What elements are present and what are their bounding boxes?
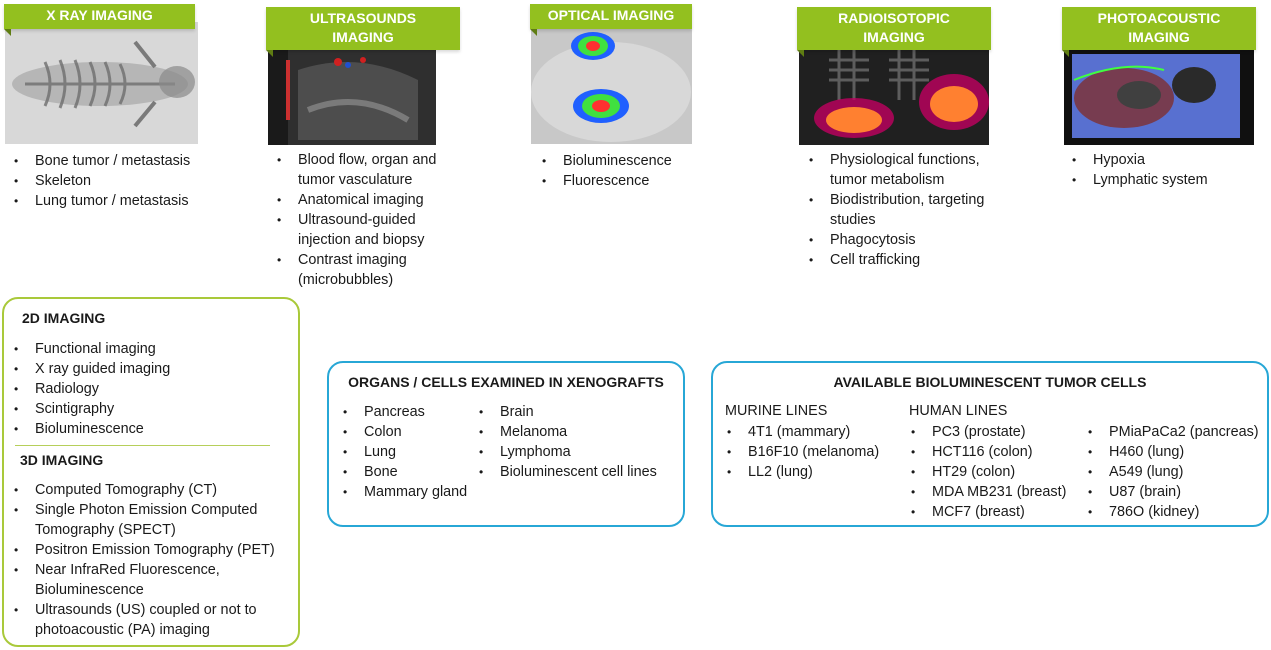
optical-photo <box>531 22 692 144</box>
list-item: MCF7 (breast) <box>909 502 1084 522</box>
photoacoustic-image-icon <box>1064 40 1254 145</box>
list-item: Lung tumor / metastasis <box>12 191 202 211</box>
list-item: Contrast imaging (microbubbles) <box>275 250 455 290</box>
title-3d-imaging: 3D IMAGING <box>20 452 104 468</box>
ultrasound-title-banner: ULTRASOUNDS IMAGING <box>266 7 460 57</box>
list-item: Colon <box>341 422 481 442</box>
photoacoustic-title: PHOTOACOUSTIC IMAGING <box>1097 10 1221 45</box>
radio-title-banner: RADIOISOTOPIC IMAGING <box>797 7 991 57</box>
list-item: Bioluminescence <box>12 419 292 439</box>
list-item: Functional imaging <box>12 339 292 359</box>
list-item: Bioluminescence <box>540 151 700 171</box>
list-item: Lymphoma <box>477 442 677 462</box>
items-3d-imaging: Computed Tomography (CT) Single Photon E… <box>12 480 287 640</box>
list-item: Blood flow, organ and tumor vasculature <box>275 150 455 190</box>
list-item: Anatomical imaging <box>275 190 455 210</box>
list-item: A549 (lung) <box>1086 462 1266 482</box>
ultrasound-items: Blood flow, organ and tumor vasculature … <box>275 150 455 290</box>
list-item: Physiological functions, tumor metabolis… <box>807 150 997 190</box>
list-item: LL2 (lung) <box>725 462 905 482</box>
ultrasound-title: ULTRASOUNDS IMAGING <box>309 10 417 45</box>
list-item: B16F10 (melanoma) <box>725 442 905 462</box>
list-item: Near InfraRed Fluorescence, Bioluminesce… <box>12 560 287 600</box>
murine-lines: 4T1 (mammary) B16F10 (melanoma) LL2 (lun… <box>725 422 905 482</box>
list-item: Ultrasounds (US) coupled or not to photo… <box>12 600 287 640</box>
murine-lines-label: MURINE LINES <box>725 403 828 419</box>
organs-box-title: ORGANS / CELLS EXAMINED IN XENOGRAFTS <box>348 374 664 390</box>
list-item: Cell trafficking <box>807 250 997 270</box>
list-item: Mammary gland <box>341 482 481 502</box>
photoacoustic-title-banner: PHOTOACOUSTIC IMAGING <box>1062 7 1256 57</box>
title-2d-imaging: 2D IMAGING <box>22 310 106 326</box>
list-item: Skeleton <box>12 171 202 191</box>
list-item: Single Photon Emission Computed Tomograp… <box>12 500 287 540</box>
list-item: Computed Tomography (CT) <box>12 480 287 500</box>
organs-col1: Pancreas Colon Lung Bone Mammary gland <box>341 402 481 502</box>
list-item: Lung <box>341 442 481 462</box>
items-2d-imaging: Functional imaging X ray guided imaging … <box>12 339 292 439</box>
radio-photo <box>799 40 989 145</box>
radio-title: RADIOISOTOPIC IMAGING <box>838 10 950 45</box>
list-item: Melanoma <box>477 422 677 442</box>
list-item: Radiology <box>12 379 292 399</box>
xray-title: X RAY IMAGING <box>46 7 153 23</box>
ultrasound-image-icon <box>268 40 436 145</box>
list-item: Bone tumor / metastasis <box>12 151 202 171</box>
list-item: H460 (lung) <box>1086 442 1266 462</box>
radio-items: Physiological functions, tumor metabolis… <box>807 150 997 270</box>
imaging-divider <box>15 445 270 446</box>
photoacoustic-items: Hypoxia Lymphatic system <box>1070 150 1260 190</box>
optical-items: Bioluminescence Fluorescence <box>540 151 700 191</box>
xray-image-icon <box>5 22 198 144</box>
list-item: Positron Emission Tomography (PET) <box>12 540 287 560</box>
list-item: 4T1 (mammary) <box>725 422 905 442</box>
optical-image-icon <box>531 22 692 144</box>
list-item: Fluorescence <box>540 171 700 191</box>
list-item: Phagocytosis <box>807 230 997 250</box>
list-item: PMiaPaCa2 (pancreas) <box>1086 422 1266 442</box>
list-item: HCT116 (colon) <box>909 442 1084 462</box>
list-item: HT29 (colon) <box>909 462 1084 482</box>
xray-items: Bone tumor / metastasis Skeleton Lung tu… <box>12 151 202 211</box>
photoacoustic-photo <box>1064 40 1254 145</box>
optical-title-banner: OPTICAL IMAGING <box>530 4 692 36</box>
list-item: Bone <box>341 462 481 482</box>
cells-box-title: AVAILABLE BIOLUMINESCENT TUMOR CELLS <box>833 374 1147 390</box>
list-item: Pancreas <box>341 402 481 422</box>
list-item: U87 (brain) <box>1086 482 1266 502</box>
list-item: PC3 (prostate) <box>909 422 1084 442</box>
human-lines-col2: PMiaPaCa2 (pancreas) H460 (lung) A549 (l… <box>1086 422 1266 522</box>
list-item: Brain <box>477 402 677 422</box>
list-item: Biodistribution, targeting studies <box>807 190 997 230</box>
list-item: Hypoxia <box>1070 150 1260 170</box>
human-lines-col1: PC3 (prostate) HCT116 (colon) HT29 (colo… <box>909 422 1084 522</box>
optical-title: OPTICAL IMAGING <box>547 7 675 23</box>
xray-photo <box>5 22 198 144</box>
list-item: X ray guided imaging <box>12 359 292 379</box>
list-item: Scintigraphy <box>12 399 292 419</box>
list-item: MDA MB231 (breast) <box>909 482 1084 502</box>
list-item: Ultrasound-guided injection and biopsy <box>275 210 455 250</box>
xray-title-banner: X RAY IMAGING <box>4 4 195 36</box>
ultrasound-photo <box>268 40 436 145</box>
organs-col2: Brain Melanoma Lymphoma Bioluminescent c… <box>477 402 677 482</box>
list-item: Bioluminescent cell lines <box>477 462 677 482</box>
list-item: 786O (kidney) <box>1086 502 1266 522</box>
human-lines-label: HUMAN LINES <box>909 403 1008 419</box>
radio-image-icon <box>799 40 989 145</box>
list-item: Lymphatic system <box>1070 170 1260 190</box>
